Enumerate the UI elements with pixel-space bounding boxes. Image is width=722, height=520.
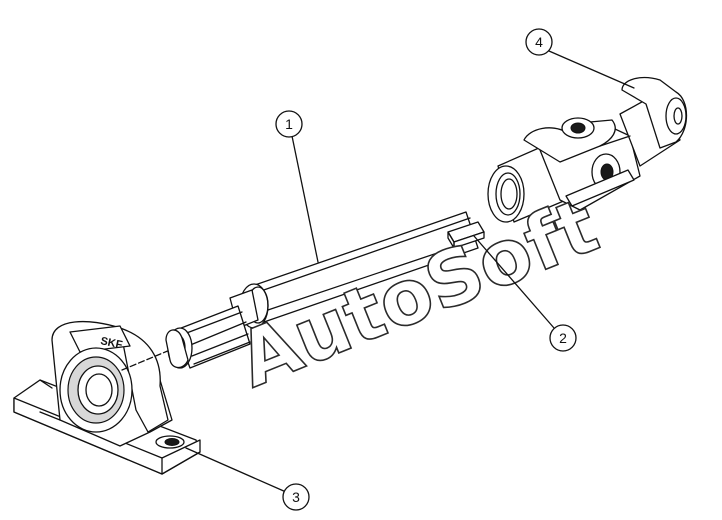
callout-bubble-1 [275,110,303,138]
callout-2: 2 [473,235,577,352]
splined-shaft [165,211,479,369]
callout-label-1: 1 [285,116,293,132]
bearing-stamp: SKF [99,335,123,351]
center-line [121,349,171,371]
callout-3: 3 [185,447,310,511]
leader-line-2 [473,235,555,329]
universal-joint [487,76,688,223]
callout-1: 1 [275,110,319,263]
pillow-block-bearing: SKF [13,320,201,475]
callout-bubble-3 [282,483,310,511]
callout-4: 4 [525,28,635,89]
callout-label-2: 2 [559,330,567,346]
leader-line-3 [185,447,287,493]
leader-line-4 [548,50,635,89]
callout-bubble-4 [525,28,553,56]
callout-bubble-2 [549,324,577,352]
shaft-key [447,221,485,249]
callout-label-4: 4 [535,34,543,50]
leader-line-1 [291,135,319,263]
callout-label-3: 3 [292,489,300,505]
